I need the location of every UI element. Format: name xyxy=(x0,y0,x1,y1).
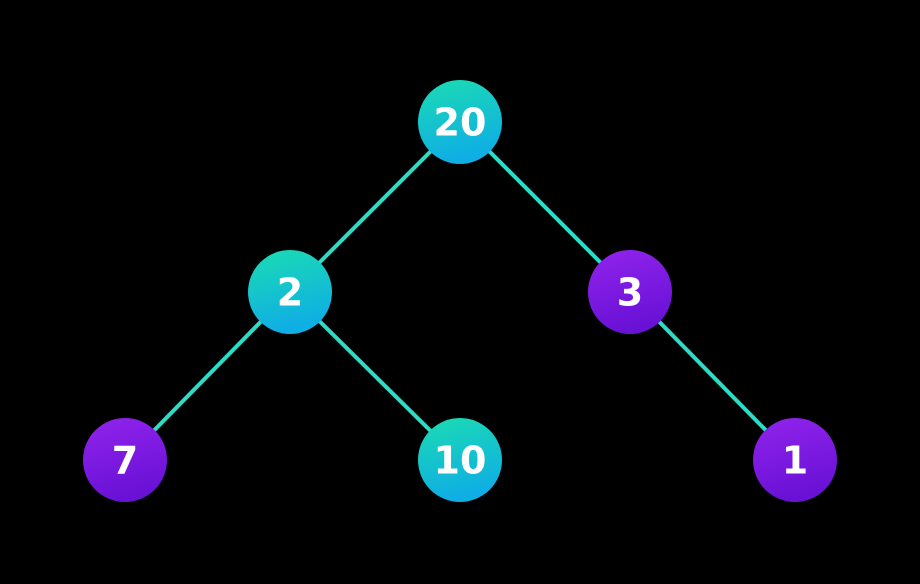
tree-node-circle-1 xyxy=(753,418,837,502)
tree-node-3: 3 xyxy=(588,250,672,334)
tree-node-label-10: 10 xyxy=(434,439,487,483)
tree-node-circle-3 xyxy=(588,250,672,334)
tree-node-2: 2 xyxy=(248,250,332,334)
tree-node-1: 1 xyxy=(753,418,837,502)
tree-node-circle-20 xyxy=(418,80,502,164)
tree-node-label-20: 20 xyxy=(434,101,487,145)
tree-node-label-1: 1 xyxy=(782,439,808,483)
tree-node-circle-7 xyxy=(83,418,167,502)
tree-node-circle-10 xyxy=(418,418,502,502)
tree-node-10: 10 xyxy=(418,418,502,502)
tree-nodes-layer: 20 2 3 7 10 1 xyxy=(83,80,837,502)
tree-node-label-2: 2 xyxy=(277,271,303,315)
tree-node-label-3: 3 xyxy=(617,271,643,315)
tree-edges-layer xyxy=(123,120,797,462)
tree-node-7: 7 xyxy=(83,418,167,502)
tree-node-circle-2 xyxy=(248,250,332,334)
tree-node-20: 20 xyxy=(418,80,502,164)
tree-node-label-7: 7 xyxy=(112,439,138,483)
